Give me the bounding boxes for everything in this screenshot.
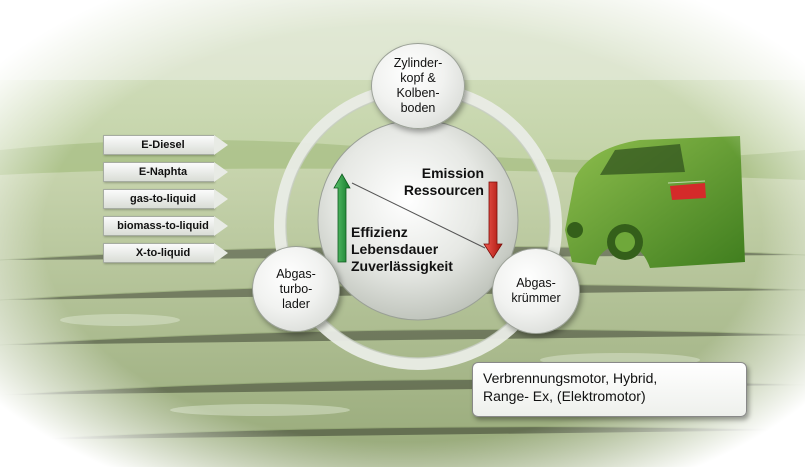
hub-decrease-text: Emission Ressourcen <box>403 165 484 198</box>
fuel-tag-x-to-liquid: X-to-liquid <box>103 243 228 263</box>
vehicle-types-box: Verbrennungsmotor, Hybrid, Range- Ex, (E… <box>472 362 747 417</box>
fuel-tag-e-naphta: E-Naphta <box>103 162 228 182</box>
node-turbocharger: Abgas- turbo- lader <box>252 246 340 332</box>
fuel-tag-e-diesel: E-Diesel <box>103 135 228 155</box>
fuel-tag-gas-to-liquid: gas-to-liquid <box>103 189 228 209</box>
hub-increase-text: Effizienz Lebensdauer Zuverlässigkeit <box>351 224 453 274</box>
node-cylinder-head: Zylinder- kopf & Kolben- boden <box>371 43 465 129</box>
fuel-tag-biomass-to-liquid: biomass-to-liquid <box>103 216 228 236</box>
node-exhaust-manifold: Abgas- krümmer <box>492 248 580 334</box>
